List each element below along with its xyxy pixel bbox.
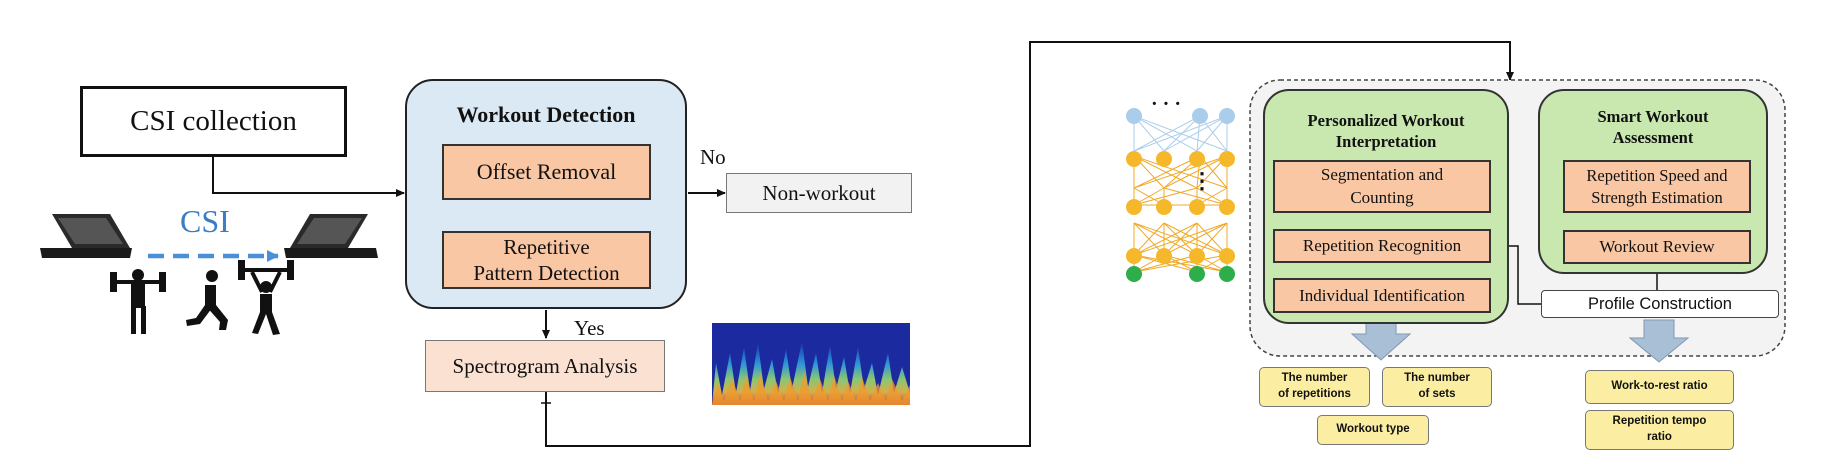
- output-work-to-rest: Work-to-rest ratio: [1585, 370, 1734, 404]
- spectrogram-image: [712, 323, 910, 405]
- offset-removal-box: Offset Removal: [442, 144, 651, 200]
- tempo-line1: Repetition tempo: [1612, 415, 1707, 428]
- repetitive-line1: Repetitive: [503, 234, 590, 259]
- network-ellipsis-top: · · ·: [1151, 93, 1182, 115]
- output-repetitions: The number of repetitions: [1259, 367, 1370, 407]
- personalized-title-line1: Personalized Workout: [1307, 111, 1465, 130]
- speed-line1: Repetition Speed and: [1586, 166, 1728, 186]
- speed-line2: Strength Estimation: [1591, 187, 1723, 207]
- laptop-icon: [284, 214, 378, 258]
- repetitive-line2: Pattern Detection: [473, 261, 620, 285]
- smart-title-line1: Smart Workout: [1597, 107, 1709, 126]
- arrow-csi-to-detection: [212, 157, 405, 197]
- output-tempo-ratio: Repetition tempo ratio: [1585, 410, 1734, 450]
- arrow-spectrogram-to-modules: [545, 41, 1514, 447]
- segmentation-line2: Counting: [1350, 187, 1414, 207]
- segmentation-counting-box: Segmentation and Counting: [1273, 160, 1491, 213]
- sets-line1: The number: [1404, 372, 1470, 385]
- squat-person-icon: [186, 270, 228, 330]
- workout-review-box: Workout Review: [1563, 230, 1751, 264]
- output-workout-type: Workout type: [1317, 415, 1429, 445]
- down-arrow-right: [1628, 319, 1690, 363]
- network-nodes: [1126, 108, 1235, 282]
- overhead-press-icon: [238, 260, 294, 335]
- sets-line2: of sets: [1418, 388, 1456, 400]
- laptop-icon: [40, 214, 132, 258]
- smart-title-line2: Assessment: [1612, 128, 1694, 148]
- no-label: No: [700, 145, 726, 169]
- csi-collection-box: CSI collection: [80, 86, 347, 157]
- non-workout-box: Non-workout: [726, 173, 912, 213]
- personalized-interpretation-title: Personalized Workout Interpretation: [1263, 110, 1509, 153]
- workout-detection-title: Workout Detection: [456, 102, 636, 127]
- individual-identification-box: Individual Identification: [1273, 278, 1491, 313]
- speed-strength-box: Repetition Speed and Strength Estimation: [1563, 160, 1751, 213]
- personalized-title-line2: Interpretation: [1335, 132, 1437, 152]
- repetitions-line2: of repetitions: [1278, 388, 1351, 400]
- smart-assessment-title: Smart Workout Assessment: [1538, 106, 1768, 149]
- profile-construction-box: Profile Construction: [1541, 290, 1779, 318]
- segmentation-line1: Segmentation and: [1320, 165, 1444, 185]
- repetitions-line1: The number: [1281, 372, 1348, 385]
- repetition-recognition-box: Repetition Recognition: [1273, 229, 1491, 263]
- tempo-line2: ratio: [1647, 431, 1672, 443]
- yes-label: Yes: [574, 316, 605, 340]
- csi-signal-label: CSI: [180, 203, 230, 239]
- output-sets: The number of sets: [1382, 367, 1492, 407]
- network-ellipsis-middle: ⋮: [1191, 168, 1213, 193]
- repetitive-pattern-box: Repetitive Pattern Detection: [442, 231, 651, 289]
- weightlifter-icon: [110, 269, 166, 334]
- spectrogram-analysis-box: Spectrogram Analysis: [425, 340, 665, 392]
- neural-network: [1133, 155, 1228, 273]
